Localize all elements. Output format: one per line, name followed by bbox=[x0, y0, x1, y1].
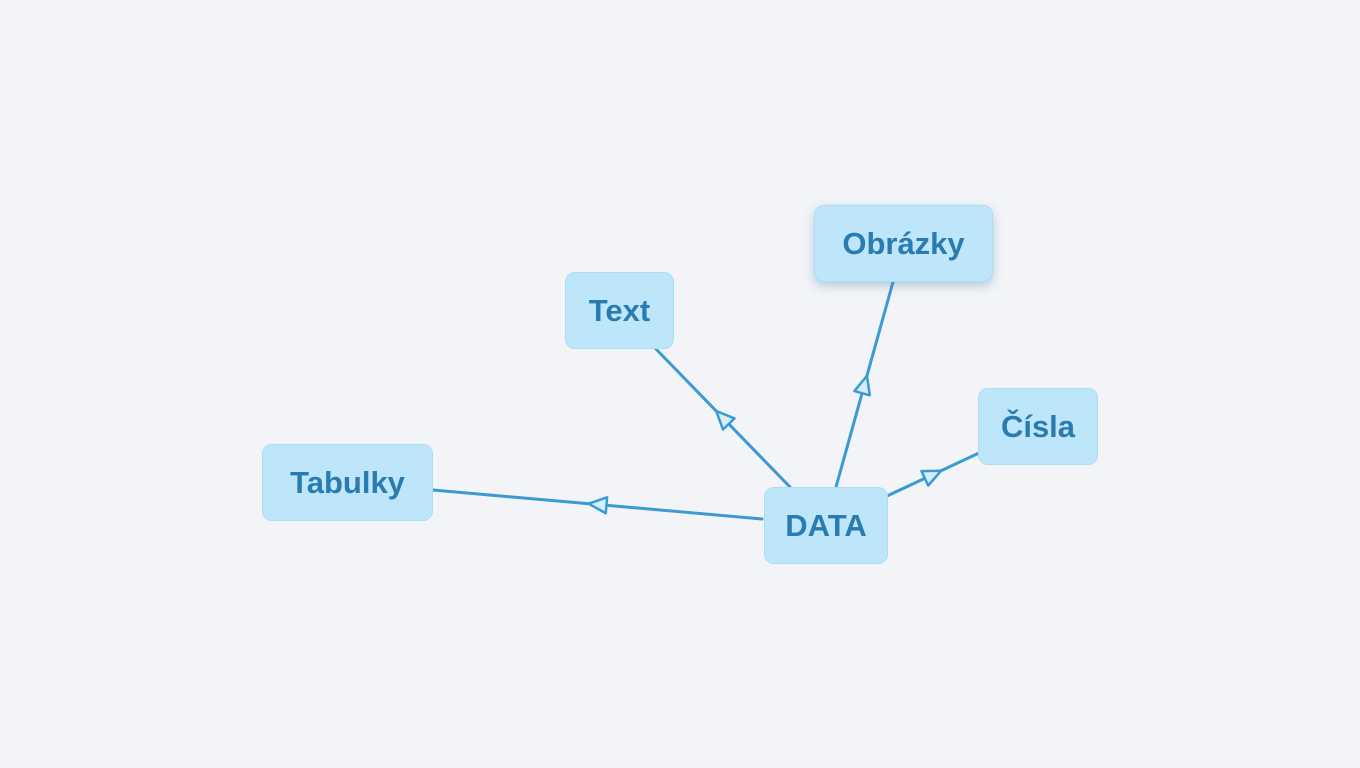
arrowhead-data-cisla bbox=[920, 469, 943, 487]
node-tabulky-label: Tabulky bbox=[290, 464, 405, 500]
node-tabulky[interactable]: Tabulky bbox=[262, 444, 433, 521]
arrowhead-data-obrazky bbox=[853, 374, 872, 397]
node-obrazky[interactable]: Obrázky bbox=[814, 205, 993, 282]
node-text[interactable]: Text bbox=[565, 272, 674, 349]
node-data[interactable]: DATA bbox=[764, 487, 888, 564]
node-cisla[interactable]: Čísla bbox=[978, 388, 1098, 465]
node-data-label: DATA bbox=[785, 507, 867, 543]
arrowhead-data-tabulky bbox=[587, 496, 609, 515]
node-cisla-label: Čísla bbox=[1000, 408, 1076, 444]
node-text-label: Text bbox=[588, 292, 651, 328]
node-obrazky-label: Obrázky bbox=[842, 225, 965, 261]
arrowhead-data-text bbox=[714, 409, 736, 431]
